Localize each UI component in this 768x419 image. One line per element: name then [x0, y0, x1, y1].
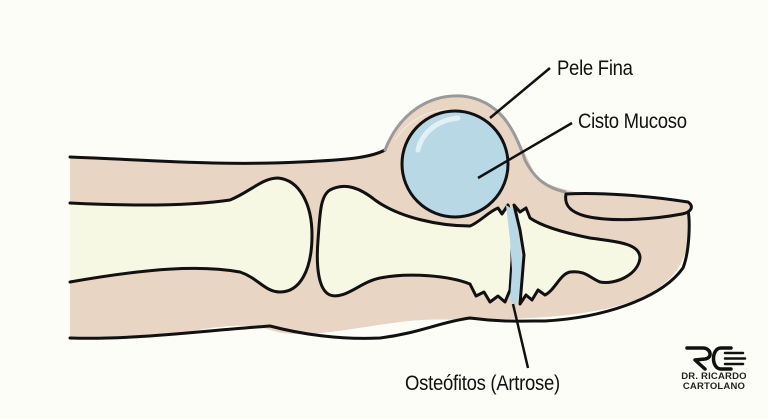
cyst-highlight [415, 115, 461, 153]
leader-line-thin-skin [489, 67, 551, 119]
label-mucous-cyst: Cisto Mucoso [578, 110, 687, 133]
logo: DR. RICARDO CARTOLANO [676, 342, 756, 412]
leader-line-osteophytes [511, 303, 530, 369]
proximal-phalanx [70, 178, 312, 292]
mucous-cyst [400, 109, 510, 219]
thin-skin-dome [383, 94, 567, 194]
rc-monogram-icon [685, 346, 747, 371]
label-thin-skin: Pele Fina [557, 57, 633, 80]
distal-phalanx [512, 203, 642, 306]
logo-text-line2: CARTOLANO [682, 381, 746, 392]
joint-space [506, 205, 522, 305]
proximal-phalanx-outline [68, 176, 314, 294]
finger-bottom-outline [68, 208, 691, 340]
leader-line-cyst [477, 121, 573, 180]
finger-top-outline [68, 148, 387, 165]
label-osteophytes: Osteófitos (Artrose) [405, 372, 560, 395]
middle-phalanx [315, 184, 514, 304]
logo-text-line1: DR. RICARDO [681, 371, 747, 382]
fingernail [564, 191, 693, 222]
